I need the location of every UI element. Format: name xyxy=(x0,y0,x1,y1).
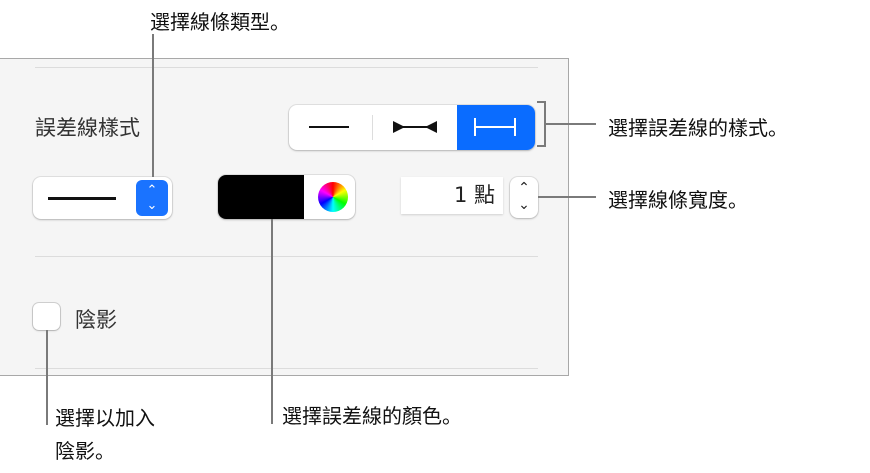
chevron-updown-icon: ⌃⌄ xyxy=(136,180,168,216)
shadow-label: 陰影 xyxy=(75,308,117,332)
line-width-field[interactable]: 1 點 xyxy=(401,177,503,214)
bar-caps-icon xyxy=(474,118,516,136)
leader-line xyxy=(546,123,596,125)
bracket xyxy=(537,101,546,147)
callout-shadow-line1: 選擇以加入 xyxy=(55,406,155,430)
line-width-stepper[interactable]: ⌃⌄ xyxy=(510,177,538,218)
divider xyxy=(35,368,538,369)
divider xyxy=(35,67,538,68)
shadow-checkbox[interactable] xyxy=(33,303,60,330)
plain-line-icon xyxy=(309,126,349,128)
chevron-up-icon[interactable]: ⌃ xyxy=(518,180,530,196)
style-bar-caps[interactable] xyxy=(457,105,535,150)
error-bar-style-segmented[interactable] xyxy=(289,105,535,150)
style-arrow-caps[interactable] xyxy=(373,105,457,150)
leader-line xyxy=(538,196,596,198)
section-label: 誤差線樣式 xyxy=(35,116,140,140)
chevron-down-icon[interactable]: ⌄ xyxy=(518,197,530,213)
segment-divider xyxy=(372,115,373,140)
color-wheel-icon[interactable] xyxy=(318,182,348,212)
callout-color: 選擇誤差線的顏色。 xyxy=(282,404,462,428)
callout-line-type: 選擇線條類型。 xyxy=(150,10,290,34)
divider xyxy=(35,256,538,257)
callout-style: 選擇誤差線的樣式。 xyxy=(608,116,788,140)
arrow-caps-icon xyxy=(393,121,437,133)
line-type-popup[interactable]: ⌃⌄ xyxy=(33,177,172,219)
callout-width: 選擇線條寬度。 xyxy=(608,188,748,212)
leader-line xyxy=(271,219,273,424)
style-plain-line[interactable] xyxy=(289,105,373,150)
callout-shadow-line2: 陰影。 xyxy=(55,439,115,463)
solid-line-icon xyxy=(48,197,116,200)
leader-line xyxy=(46,330,48,425)
color-well[interactable] xyxy=(218,175,355,219)
leader-line xyxy=(152,34,154,177)
color-swatch[interactable] xyxy=(218,175,304,219)
